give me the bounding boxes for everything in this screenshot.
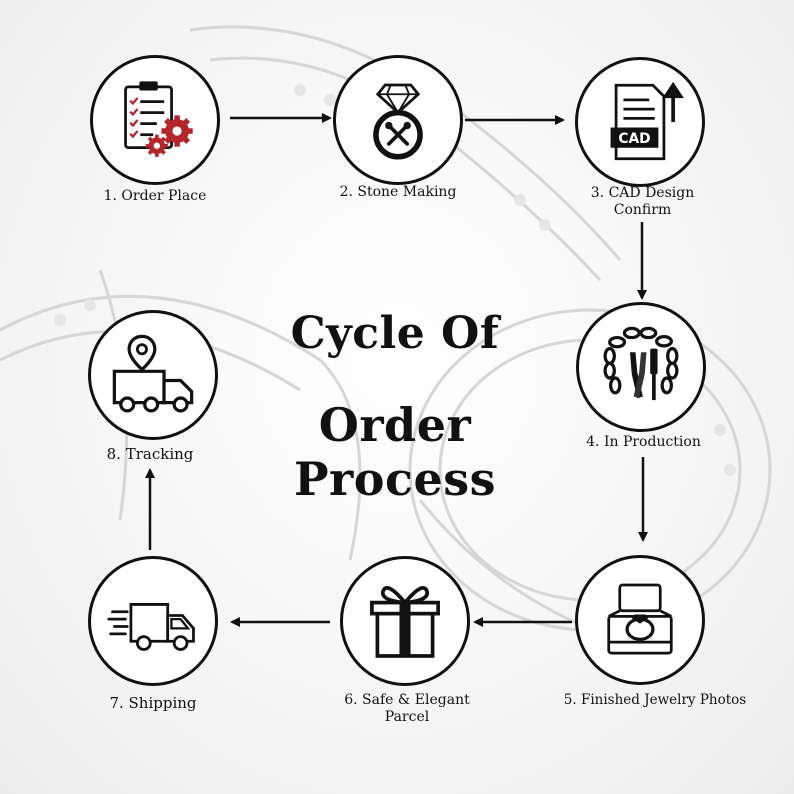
step-6-label-text: 6. Safe & Elegant (344, 692, 470, 708)
step-5-label: 5. Finished Jewelry Photos (555, 692, 755, 709)
gift-box-icon (370, 586, 440, 658)
step-1-label-text: 1. Order Place (103, 188, 207, 204)
truck-location-icon (112, 334, 194, 413)
step-2-node (333, 55, 463, 185)
clipboard-gears-icon (124, 81, 193, 157)
step-2-label: 2. Stone Making (318, 184, 478, 201)
fast-truck-icon (107, 603, 195, 651)
step-7-node (88, 556, 218, 686)
step-4-node (576, 302, 706, 432)
step-8-label: 8. Tracking (70, 446, 230, 463)
step-3-label-text: 3. CAD Design (590, 185, 695, 201)
step-8-label-text: 8. Tracking (106, 445, 194, 463)
step-3-label-subtext: Confirm (613, 202, 672, 218)
diagram-title-line1: Cycle Of (290, 308, 500, 359)
cad-badge-text: CAD (618, 131, 650, 147)
ring-box-icon (607, 583, 673, 655)
step-1-node (90, 55, 220, 185)
step-5-node (575, 555, 705, 685)
step-3-label: 3. CAD Design Confirm (560, 185, 725, 219)
step-5-label-text: 5. Finished Jewelry Photos (563, 692, 747, 708)
step-7-label: 7. Shipping (73, 695, 233, 712)
step-1-label: 1. Order Place (75, 188, 235, 205)
diamond-ring-tools-icon (373, 83, 423, 160)
step-6-node (340, 556, 470, 686)
step-6-label: 6. Safe & Elegant Parcel (327, 692, 487, 726)
step-3-node: CAD (575, 57, 705, 187)
step-6-label-subtext: Parcel (384, 709, 430, 725)
step-8-node (88, 310, 218, 440)
step-7-label-text: 7. Shipping (109, 694, 197, 712)
diagram-title-line2: Order Process (293, 398, 497, 506)
step-2-label-text: 2. Stone Making (339, 184, 457, 200)
cad-file-icon: CAD (610, 81, 684, 161)
chain-pliers-icon (603, 326, 679, 401)
step-4-label-text: 4. In Production (586, 434, 701, 450)
step-4-label: 4. In Production (566, 434, 721, 451)
